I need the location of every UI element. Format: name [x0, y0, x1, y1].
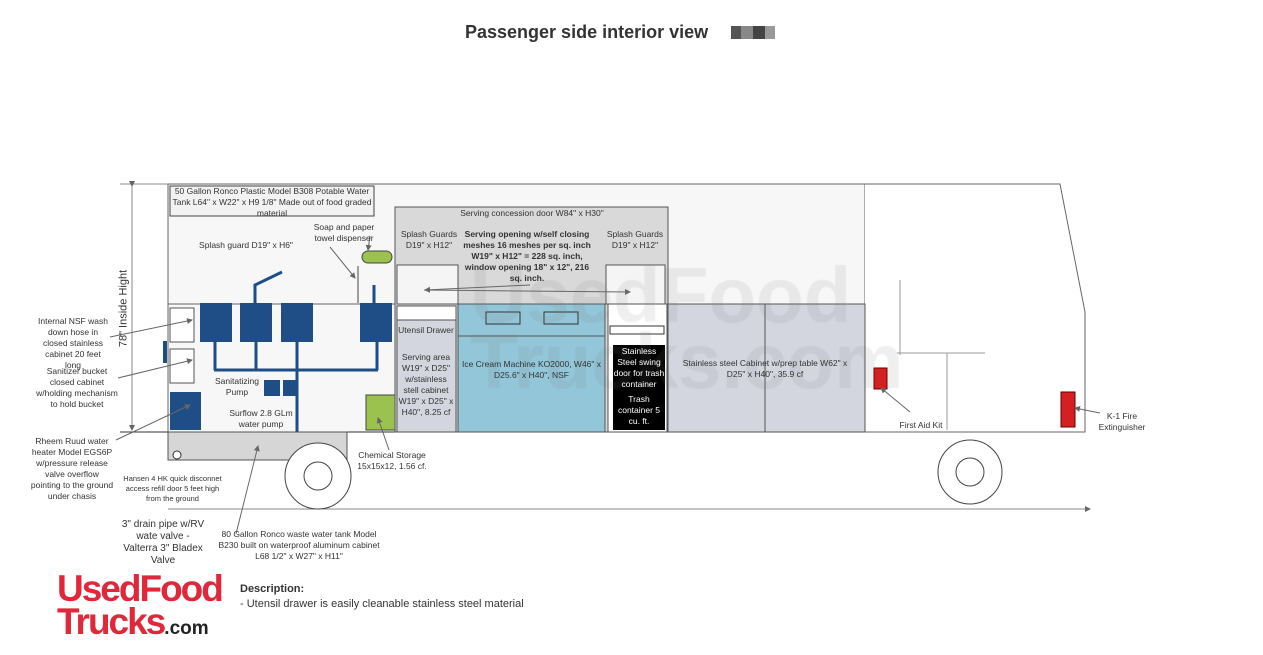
inside-height-label: 78" Inside Hight — [117, 269, 130, 348]
splash-right-label: Splash Guards D19" x H12" — [606, 229, 664, 250]
description-text: - Utensil drawer is easily cleanable sta… — [240, 598, 524, 610]
serving-area-label: Serving area W19" x D25" w/stainless ste… — [398, 352, 454, 417]
concession-door-label: Serving concession door W84" x H30" — [460, 208, 604, 218]
wash-hose-cabinet — [169, 307, 195, 343]
water-heater — [170, 392, 201, 430]
utensil-drawer — [396, 305, 457, 321]
waste-tank-label: 80 Gallon Ronco waste water tank Model B… — [218, 529, 380, 561]
sanitizer-cabinet — [169, 348, 195, 384]
splash-guard-label: Splash guard D19" x H6" — [199, 240, 293, 250]
drain-label: 3" drain pipe w/RV wate valve - Valterra… — [121, 519, 205, 566]
soap-label: Soap and paper towel dispenser — [313, 222, 375, 243]
logo-line: Trucks — [57, 601, 166, 642]
first-aid-kit-icon — [873, 367, 888, 390]
sanitizing-pump-label: Sanitatizing Pump — [215, 376, 259, 397]
trash-door-label: Stainless Steel swing door for trash con… — [613, 346, 665, 389]
first-aid-label: First Aid Kit — [899, 420, 943, 430]
sanitizer-label: Sanitizer bucket closed cabinet w/holdin… — [36, 366, 118, 409]
hansen-label: Hansen 4 HK quick disconnet access refil… — [123, 474, 222, 503]
ice-cream-label: Ice Cream Machine KO2000, W46" x D25.6" … — [461, 359, 602, 380]
water-tank-label: 50 Gallon Ronco Plastic Model B308 Potab… — [172, 186, 372, 218]
truck-cab — [865, 183, 1086, 433]
splash-left-label: Splash Guards D19" x H12" — [400, 229, 458, 250]
extinguisher-label: K-1 Fire Extinguisher — [1098, 411, 1146, 432]
water-heater-label: Rheem Ruud water heater Model EGS6P w/pr… — [30, 436, 114, 501]
surflow-label: Surflow 2.8 GLm water pump — [229, 408, 293, 429]
prep-cabinet-label: Stainless steel Cabinet w/prep table W62… — [682, 358, 848, 379]
chemical-label: Chemical Storage 15x15x12, 1.56 cf. — [357, 450, 427, 471]
logo-line: UsedFood — [57, 568, 224, 609]
utensil-label: Utensil Drawer — [398, 325, 454, 335]
soap-dispenser — [361, 250, 393, 264]
trash-label: Trash container 5 cu. ft. — [617, 394, 661, 426]
description-heading: Description: — [240, 583, 305, 595]
fire-extinguisher-icon — [1060, 391, 1076, 428]
wash-hose-label: Internal NSF wash down hose in closed st… — [38, 316, 108, 370]
serving-opening-label: Serving opening w/self closing meshes 16… — [463, 229, 591, 283]
logo-suffix: .com — [164, 618, 209, 639]
